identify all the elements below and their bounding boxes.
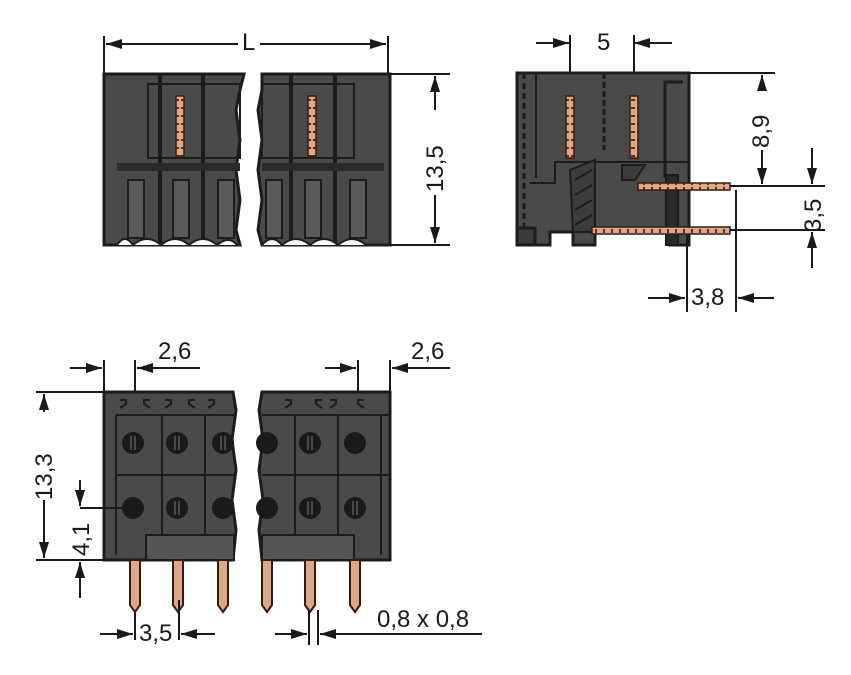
front-bottom-view xyxy=(36,360,482,645)
label-pitch-3-5: 3,5 xyxy=(139,620,173,647)
label-row-height-4-1: 4,1 xyxy=(68,522,95,556)
dim-length-L xyxy=(103,36,389,76)
label-height-13-5: 13,5 xyxy=(422,145,449,192)
dim-height-13-5 xyxy=(390,73,450,246)
label-pin-size-0-8: 0,8 x 0,8 xyxy=(377,606,470,633)
front-top-view xyxy=(102,36,450,247)
label-length-L: L xyxy=(242,29,256,56)
label-pin-row-3-5: 3,5 xyxy=(800,198,827,232)
dim-bottom xyxy=(36,391,482,645)
label-height-13-3: 13,3 xyxy=(31,453,58,500)
label-left-offset-2-6: 2,6 xyxy=(158,338,192,365)
label-right-offset-2-6: 2,6 xyxy=(411,338,445,365)
label-top-to-pin-8-9: 8,9 xyxy=(748,114,775,148)
dim-side xyxy=(648,72,825,312)
label-pitch-5: 5 xyxy=(597,29,611,56)
label-pin-offset-3-8: 3,8 xyxy=(691,284,725,311)
side-view xyxy=(515,35,825,312)
